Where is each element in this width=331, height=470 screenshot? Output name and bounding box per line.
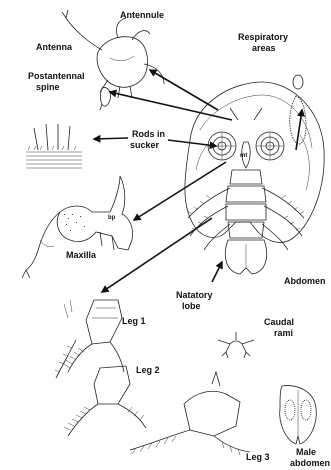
label-maxilla: Maxilla bbox=[66, 250, 97, 260]
label-caudal-rami-line1: Caudal bbox=[264, 317, 294, 327]
label-antennule: Antennule bbox=[120, 10, 164, 20]
leg3-drawing bbox=[130, 372, 250, 455]
label-bp: bp bbox=[108, 215, 116, 221]
caudal-rami-drawing bbox=[218, 332, 254, 358]
arrow-to-postantennal-spine bbox=[110, 92, 232, 120]
label-leg3: Leg 3 bbox=[246, 452, 270, 462]
label-leg1: Leg 1 bbox=[122, 316, 146, 326]
label-natatory-lobe-line1: Natatory bbox=[176, 290, 213, 300]
right-sucker bbox=[256, 132, 284, 160]
label-respiratory-areas-line1: Respiratory bbox=[238, 32, 288, 42]
arrow-to-respiratory-areas bbox=[296, 110, 302, 150]
arrow-to-maxilla bbox=[134, 162, 226, 220]
arrow-to-natatory-lobe bbox=[212, 262, 222, 282]
label-male-abdomen-line2: abdomen bbox=[290, 458, 330, 468]
label-leg2: Leg 2 bbox=[136, 365, 160, 375]
label-antenna: Antenna bbox=[36, 42, 73, 52]
antenna-drawing bbox=[62, 10, 164, 98]
male-abdomen-drawing bbox=[280, 386, 317, 444]
maxilla-drawing bbox=[22, 176, 133, 278]
label-abdomen: Abdomen bbox=[284, 276, 326, 286]
label-natatory-lobe-line2: lobe bbox=[182, 301, 201, 311]
label-rods-in-sucker-line1: Rods in bbox=[132, 129, 165, 139]
main-body-drawing bbox=[185, 82, 324, 274]
label-caudal-rami-line2: rami bbox=[274, 328, 293, 338]
arrow-to-leg1 bbox=[102, 218, 212, 292]
label-postantennal-spine-line2: spine bbox=[36, 82, 60, 92]
thorax-drawing bbox=[188, 170, 304, 250]
arrow-to-rods-in-sucker bbox=[94, 138, 128, 139]
label-postantennal-spine-line1: Postantennal bbox=[28, 71, 85, 81]
label-respiratory-areas-line2: areas bbox=[252, 43, 276, 53]
rods-in-sucker-drawing bbox=[26, 124, 82, 168]
label-mt: mt bbox=[240, 153, 247, 159]
postantennal-spine-drawing bbox=[100, 88, 111, 110]
pointer-arrows bbox=[94, 70, 302, 292]
leg1-drawing bbox=[64, 300, 124, 372]
labels: Antennule Antenna Respiratory areas Post… bbox=[28, 10, 330, 468]
leg2-drawing bbox=[55, 340, 146, 436]
label-rods-in-sucker-line2: sucker bbox=[130, 140, 160, 150]
label-male-abdomen-line1: Male bbox=[296, 447, 316, 457]
